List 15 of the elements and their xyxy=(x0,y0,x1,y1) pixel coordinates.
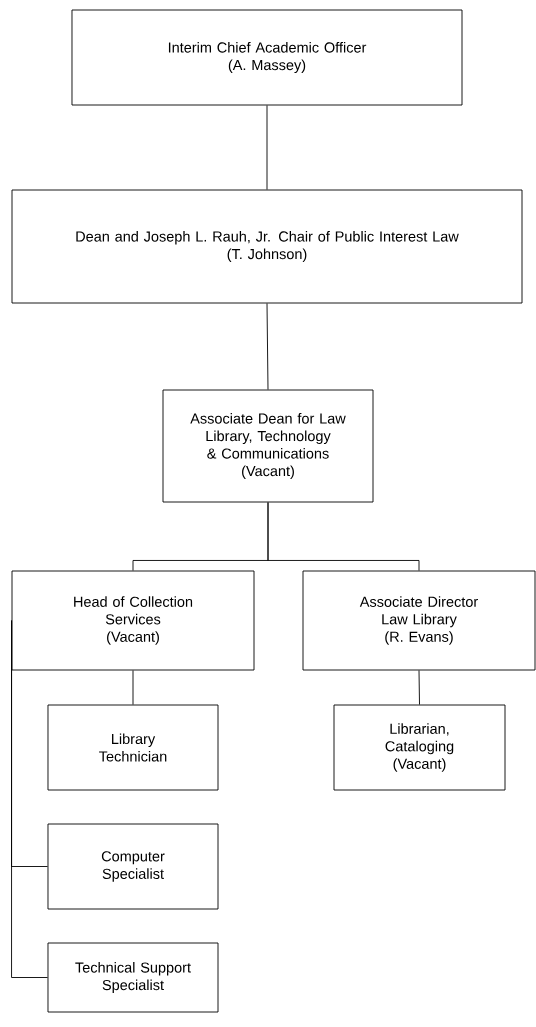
connector-line xyxy=(11,620,48,978)
org-box: Interim Chief Academic Officer (A. Massey) xyxy=(71,9,463,106)
org-box: Dean and Joseph L. Rauh, Jr. Chair of Public Interest Law (T. Johnson) xyxy=(11,189,523,304)
org-box: Associate Director Law Library (R. Evans) xyxy=(302,570,536,671)
org-box: Associate Dean for Law Library, Technology & Communications (Vacant) xyxy=(162,389,374,503)
connector-line xyxy=(132,670,134,705)
org-box: Head of Collection Services (Vacant) xyxy=(11,570,255,671)
org-box: Library Technician xyxy=(47,704,219,791)
connector-line xyxy=(266,105,268,190)
connector-line xyxy=(267,502,420,571)
connector-line xyxy=(266,303,269,390)
org-box: Computer Specialist xyxy=(47,823,219,910)
org-box: Librarian, Cataloging (Vacant) xyxy=(333,704,506,791)
connector-line xyxy=(418,670,420,705)
org-box: Technical Support Specialist xyxy=(47,942,219,1013)
